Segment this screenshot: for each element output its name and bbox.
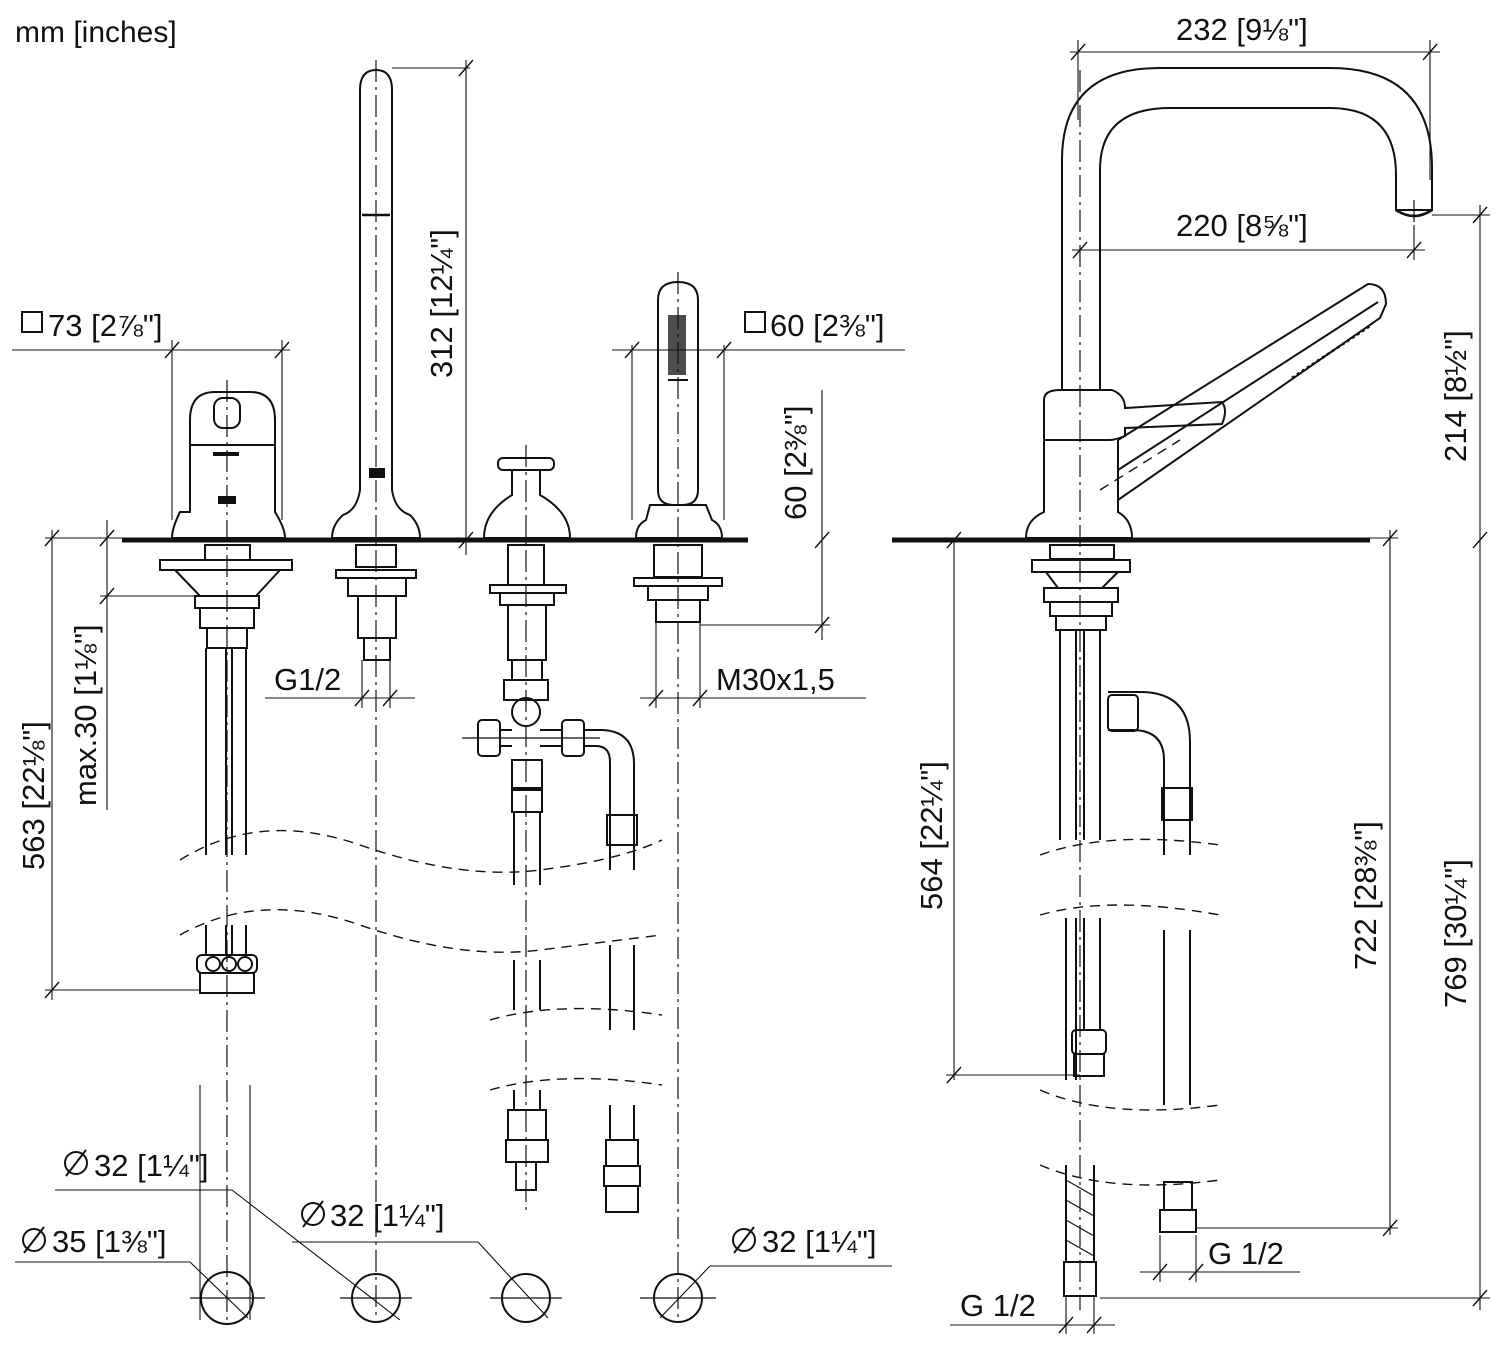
spout-body (330, 60, 422, 1320)
dimension-lines-right (946, 40, 1490, 1334)
dim-dia35: 35 [1⅜"] (52, 1224, 166, 1259)
break-lines-right (1039, 838, 1221, 1186)
dim-height214: 214 [8½"] (1438, 330, 1473, 462)
dim-g12-right-b: G 1/2 (960, 1288, 1036, 1323)
dim-square73: 73 [2⅞"] (48, 308, 162, 343)
dim-dia32-b: 32 [1¼"] (330, 1198, 444, 1233)
dim-g12-right-a: G 1/2 (1208, 1236, 1284, 1271)
dim-depth564: 564 [22¼"] (914, 761, 949, 910)
diameter-symbol-b (301, 1200, 325, 1228)
mixer-valve-body (159, 380, 293, 1320)
dim-g12-mid: G1/2 (274, 662, 341, 697)
dim-reach220: 220 [8⅝"] (1176, 208, 1308, 243)
units-note: mm [inches] (15, 16, 177, 49)
dim-dia32-c: 32 [1¼"] (762, 1224, 876, 1259)
dim-height60: 60 [2⅜"] (778, 406, 813, 520)
dim-square60: 60 [2⅜"] (770, 308, 884, 343)
dim-depth769: 769 [30¼"] (1438, 859, 1473, 1008)
diameter-symbol-a (64, 1149, 88, 1177)
dim-max30: max.30 [1⅛"] (68, 624, 103, 806)
diverter-valve (462, 445, 641, 1215)
dimension-lines-left (12, 59, 905, 1321)
square-symbol-60 (744, 311, 766, 333)
diameter-symbol-35 (22, 1226, 46, 1254)
diameter-symbol-c (732, 1226, 756, 1254)
square-symbol-73 (21, 311, 43, 333)
dim-height312: 312 [12¼"] (424, 229, 459, 378)
dim-depth722: 722 [28⅜"] (1348, 821, 1383, 970)
spout-side-view (1024, 67, 1433, 1310)
dim-dia32-a: 32 [1¼"] (94, 1148, 208, 1183)
dim-m30: M30x1,5 (716, 662, 835, 697)
break-lines-left (179, 829, 663, 1091)
mounting-holes (190, 1271, 716, 1325)
right-view-undersink (1031, 544, 1197, 1297)
hand-shower-left (633, 272, 724, 1320)
dim-depth563: 563 [22⅛"] (16, 721, 51, 870)
dim-reach232: 232 [9⅛"] (1176, 12, 1308, 47)
